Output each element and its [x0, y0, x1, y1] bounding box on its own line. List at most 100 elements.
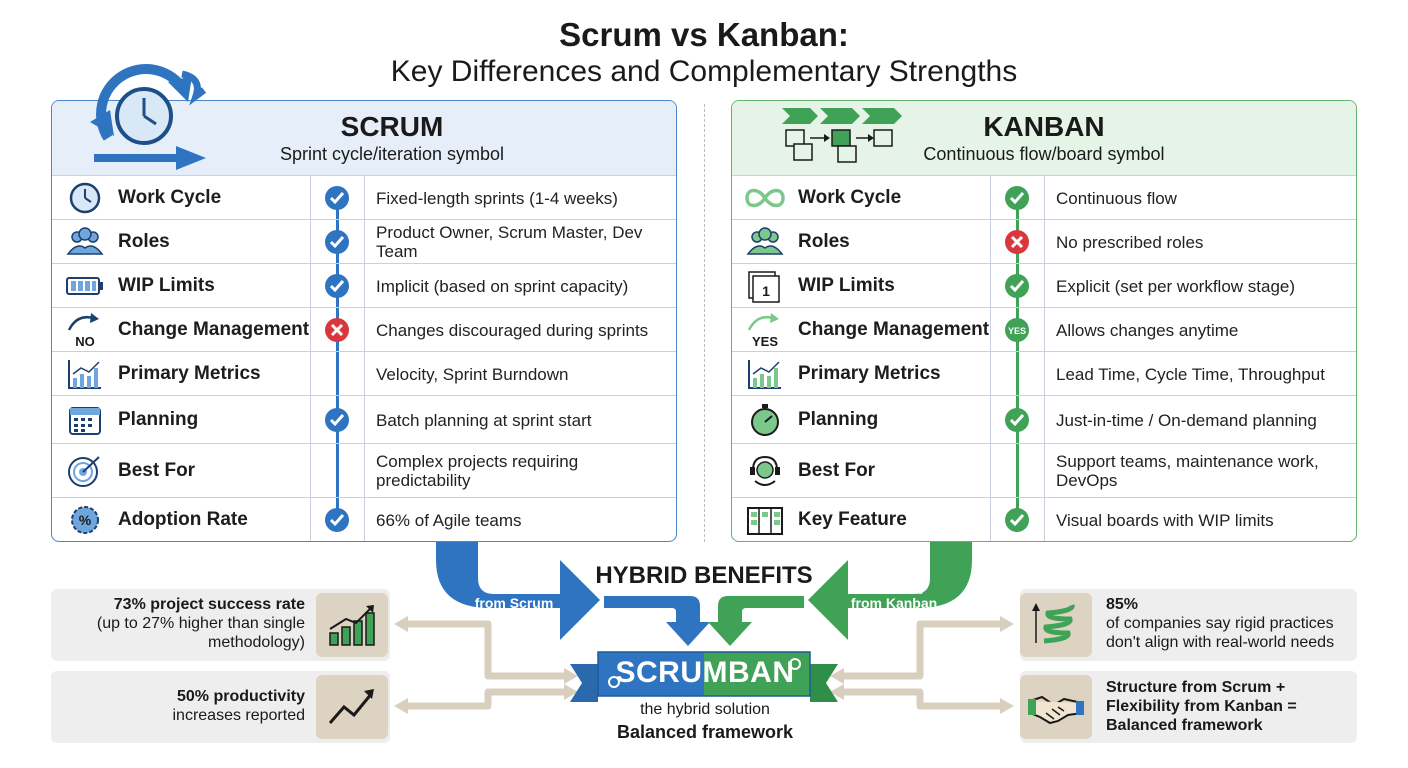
- title-line2: Key Differences and Complementary Streng…: [390, 55, 1018, 88]
- stat-card-success-rate: 73% project success rate (up to 27% high…: [51, 589, 390, 661]
- scrum-row-label: Primary Metrics: [118, 363, 261, 384]
- svg-text:%: %: [79, 512, 92, 528]
- bar-chart-icon: [64, 352, 106, 396]
- svg-text:1: 1: [762, 283, 770, 299]
- scrumban-label: SCRUMBAN: [615, 656, 795, 689]
- merge-arrow-blue: [604, 596, 710, 646]
- title-line1: Scrum vs Kanban:: [559, 16, 849, 53]
- kanban-row-label: Planning: [798, 409, 879, 430]
- scrumban-ribbon: [570, 651, 838, 702]
- scrum-row-value: Product Owner, Scrum Master, Dev Team: [376, 223, 643, 261]
- kanban-row-label: Best For: [798, 460, 876, 481]
- check-icon: [1004, 185, 1030, 211]
- check-icon: [324, 185, 350, 211]
- scrum-row: Planning Batch planning at sprint start: [52, 395, 676, 443]
- balanced-framework-label: Balanced framework: [616, 722, 794, 742]
- scrum-row-label: Change Management: [118, 319, 310, 340]
- stat-rigid-text: of companies say rigid practices don't a…: [1106, 615, 1335, 651]
- left-connectors: [400, 620, 570, 710]
- check-icon: [1004, 407, 1030, 433]
- stat-card-balanced: Structure from Scrum + Flexibility from …: [1020, 671, 1357, 743]
- yes-change-icon: YES: [744, 308, 786, 352]
- kanban-row-label: WIP Limits: [798, 275, 895, 296]
- check-icon: [1004, 507, 1030, 533]
- team-icon: [744, 220, 786, 264]
- scrum-col-divider-2: [364, 175, 365, 541]
- stat-productivity-bold: 50% productivity: [176, 688, 305, 705]
- hybrid-subtitle: the hybrid solution: [640, 701, 770, 718]
- target-icon: [64, 444, 106, 498]
- flexibility-arrow: [808, 540, 972, 640]
- scrum-row-value: Complex projects requiring predictabilit…: [376, 452, 579, 490]
- limit-card-icon: 1: [744, 264, 786, 308]
- kanban-board-icon: [782, 108, 902, 163]
- kanban-row: Planning Just-in-time / On-demand plannin…: [732, 395, 1356, 443]
- spring-icon: [1020, 593, 1092, 657]
- stat-success-text: (up to 27% higher than single methodolog…: [96, 615, 305, 651]
- kanban-col-divider-1: [990, 175, 991, 541]
- scrum-flow-line: [336, 201, 339, 519]
- scrum-row-value: Fixed-length sprints (1-4 weeks): [376, 188, 618, 208]
- no-change-icon: NO: [64, 308, 106, 352]
- scrum-col-divider-1: [310, 175, 311, 541]
- kanban-row: YES Change Management Allows changes anyti…: [732, 307, 1356, 351]
- handshake-icon: [1020, 675, 1092, 739]
- battery-icon: [64, 264, 106, 308]
- check-icon: [324, 229, 350, 255]
- scrum-panel: SCRUM Sprint cycle/iteration symbol Work…: [51, 100, 677, 542]
- kanban-row-value: Explicit (set per workflow stage): [1056, 276, 1296, 296]
- svg-text:NO: NO: [75, 334, 95, 348]
- kanban-row: Key Feature Visual boards with WIP limits: [732, 497, 1356, 541]
- kanban-row: Primary Metrics Lead Time, Cycle Time, Th…: [732, 351, 1356, 395]
- cross-icon: [1004, 229, 1030, 255]
- scrum-row-label: Roles: [118, 231, 170, 252]
- structure-arrow-label: Structure from Scrum: [474, 578, 554, 611]
- scrum-row-label: WIP Limits: [118, 275, 215, 296]
- kanban-row-value: Support teams, maintenance work, DevOps: [1056, 452, 1319, 490]
- kanban-row-label: Primary Metrics: [798, 363, 941, 384]
- scrum-row-value: Changes discouraged during sprints: [376, 320, 649, 340]
- kanban-row-label: Key Feature: [798, 509, 907, 530]
- scrum-row: Work Cycle Fixed-length sprints (1-4 week…: [52, 175, 676, 219]
- check-icon: [324, 407, 350, 433]
- kanban-title: KANBAN: [983, 111, 1105, 142]
- bar-chart-icon: [744, 352, 786, 396]
- svg-text:YES: YES: [1008, 326, 1026, 336]
- board-icon: [744, 498, 786, 541]
- trend-up-icon: [316, 675, 388, 739]
- bar-growth-icon: [316, 593, 388, 657]
- scrum-row-label: Best For: [118, 460, 196, 481]
- structure-arrow: [436, 540, 600, 640]
- kanban-row-label: Change Management: [798, 319, 990, 340]
- check-icon: [1004, 273, 1030, 299]
- kanban-row-value: No prescribed roles: [1056, 232, 1204, 252]
- team-icon: [64, 220, 106, 264]
- kanban-row-value: Lead Time, Cycle Time, Throughput: [1056, 364, 1325, 384]
- stat-card-rigid-practices: 85% of companies say rigid practices don…: [1020, 589, 1357, 661]
- kanban-row-value: Just-in-time / On-demand planning: [1056, 410, 1317, 430]
- cross-icon: [324, 317, 350, 343]
- scrum-title: SCRUM: [340, 111, 444, 142]
- page-title: Scrum vs Kanban: Key Differences and Com…: [0, 16, 1408, 90]
- kanban-row-label: Work Cycle: [798, 187, 902, 208]
- kanban-row: 1 WIP Limits Explicit (set per workflow st…: [732, 263, 1356, 307]
- scrum-row-value: Batch planning at sprint start: [376, 410, 592, 430]
- stat-card-productivity: 50% productivity increases reported: [51, 671, 390, 743]
- kanban-row-value: Allows changes anytime: [1056, 320, 1239, 340]
- infinity-icon: [744, 176, 786, 220]
- scrum-row-label: Planning: [118, 409, 199, 430]
- scrum-row-value: Velocity, Sprint Burndown: [376, 364, 569, 384]
- kanban-flow-line: [1016, 201, 1019, 519]
- kanban-subtitle: Continuous flow/board symbol: [923, 144, 1165, 164]
- scrum-row: Primary Metrics Velocity, Sprint Burndown: [52, 351, 676, 395]
- kanban-row-value: Visual boards with WIP limits: [1056, 510, 1274, 530]
- scrum-row: NO Change Management Changes discouraged d…: [52, 307, 676, 351]
- scrum-row-value: Implicit (based on sprint capacity): [376, 276, 629, 296]
- scrum-row-label: Work Cycle: [118, 187, 222, 208]
- check-icon: [324, 273, 350, 299]
- headset-icon: [744, 444, 786, 498]
- flexibility-arrow-label: Flexibility from Kanban: [850, 578, 938, 611]
